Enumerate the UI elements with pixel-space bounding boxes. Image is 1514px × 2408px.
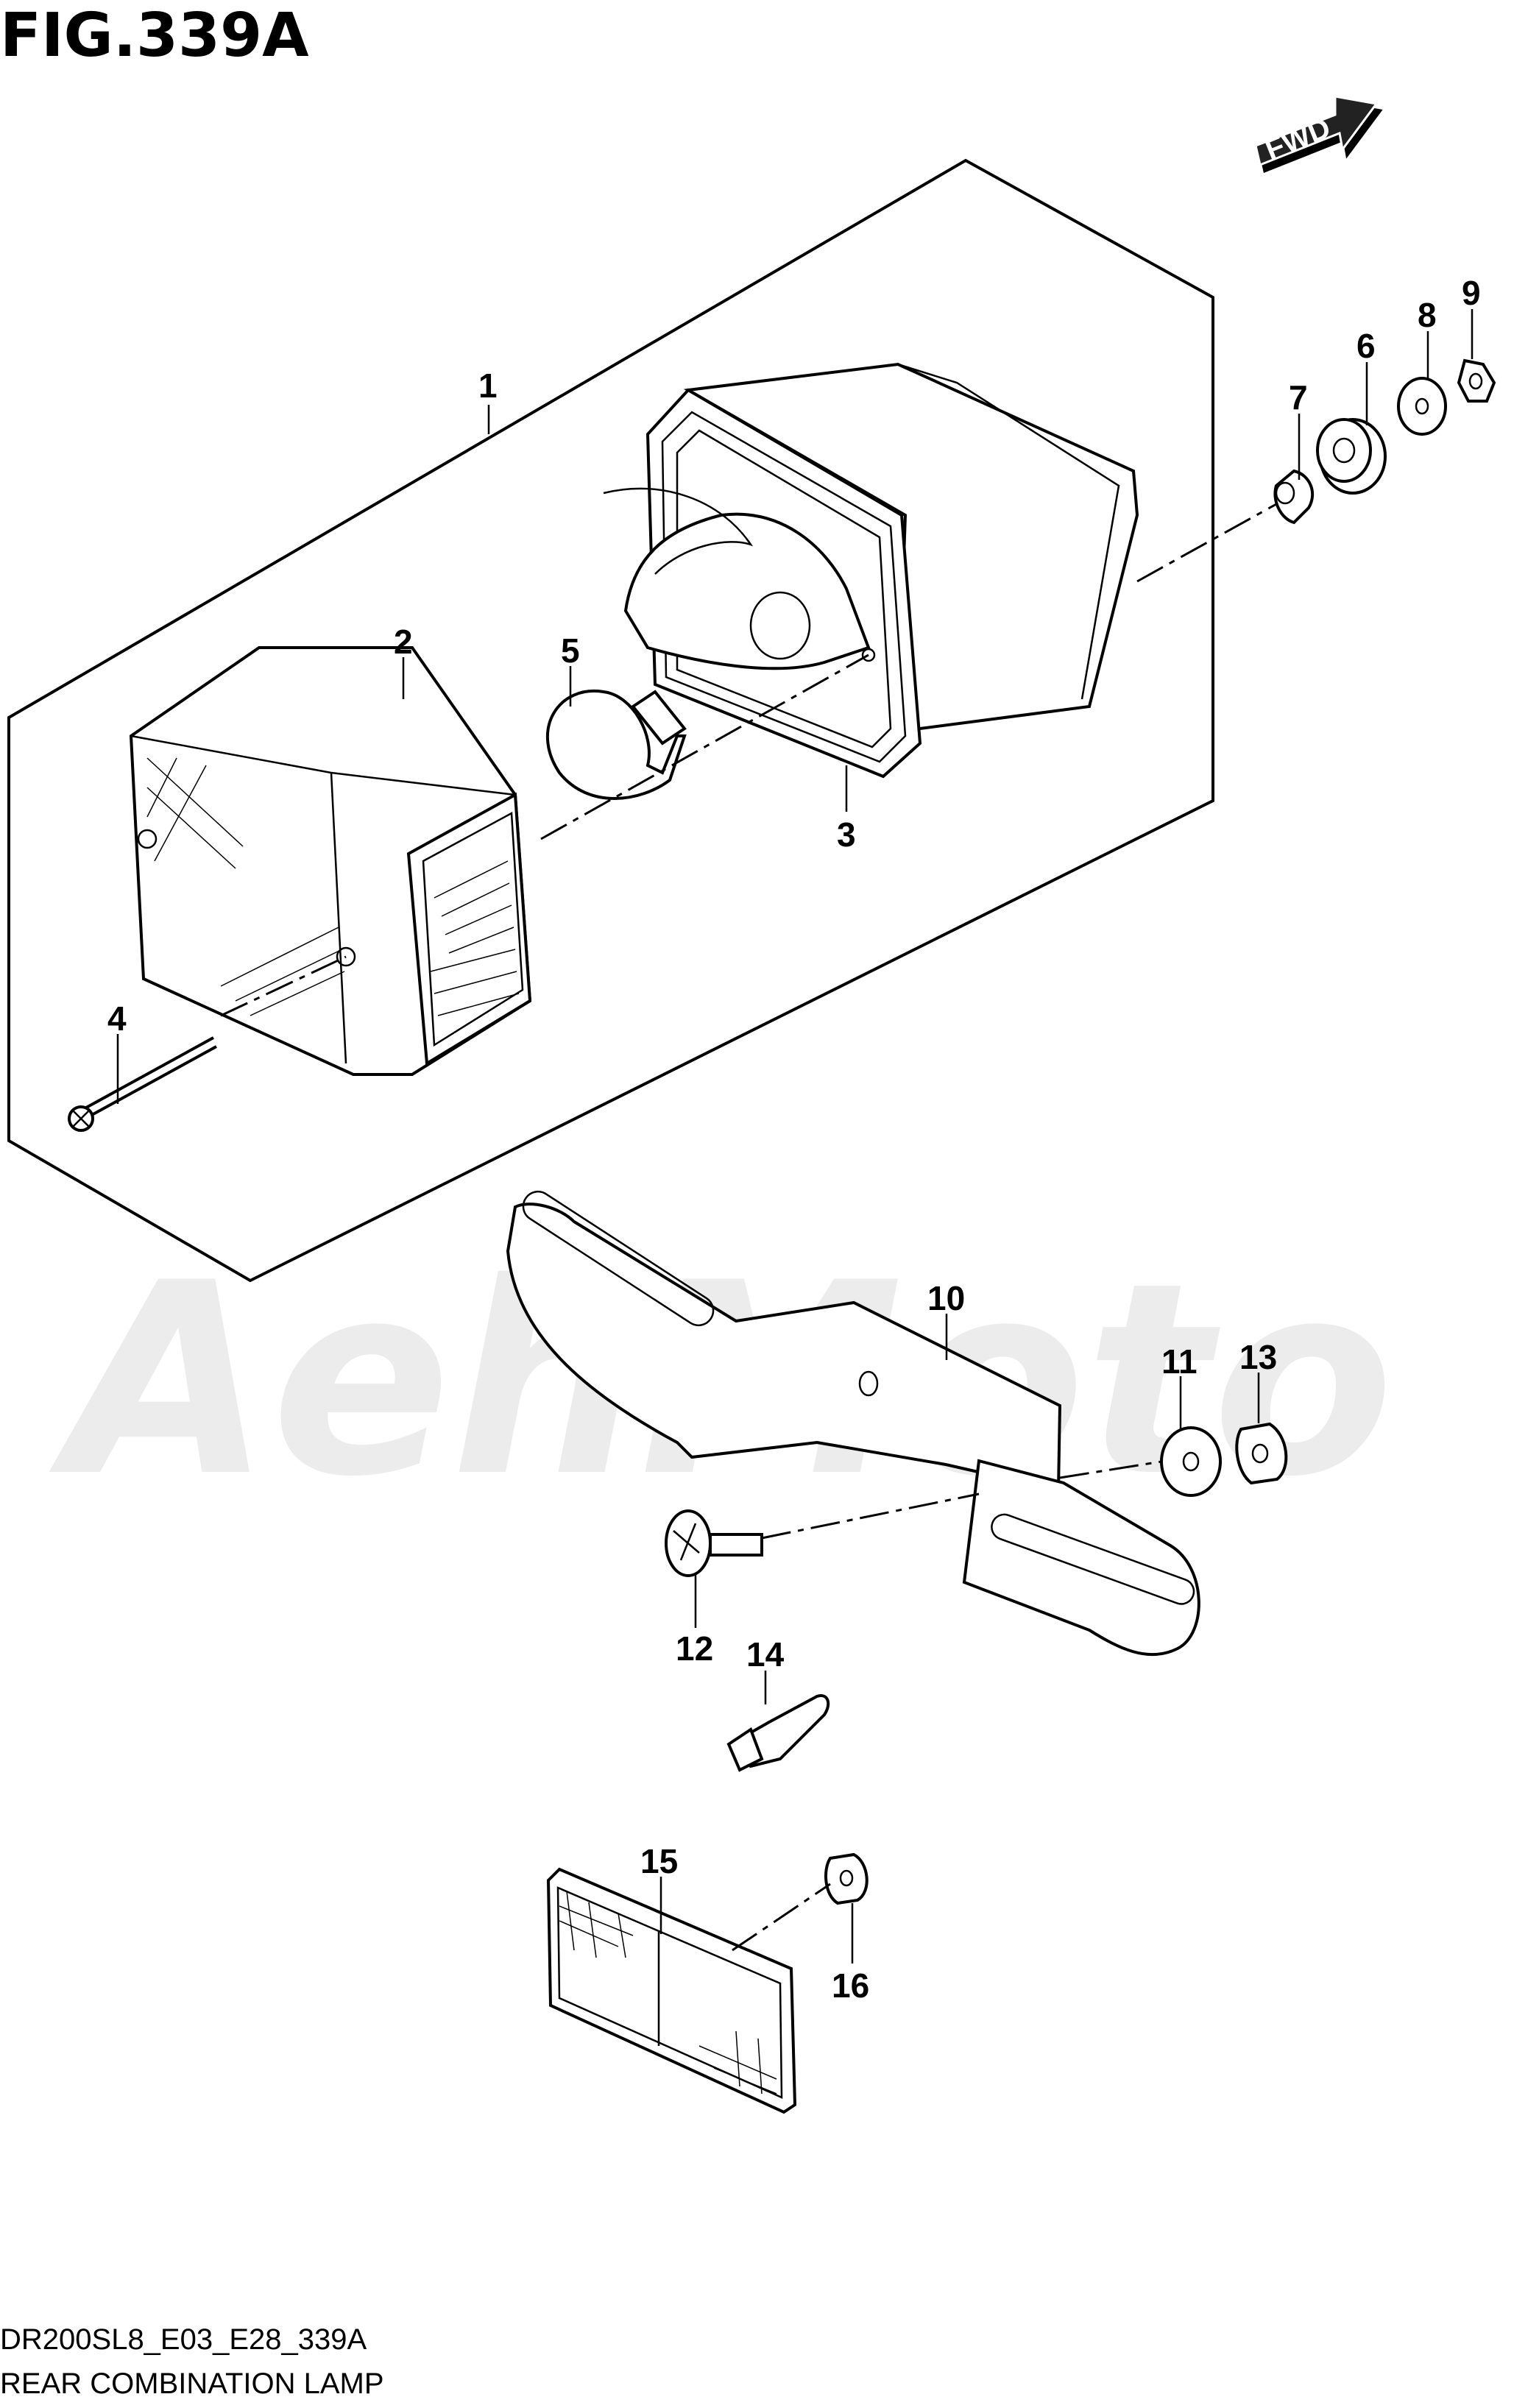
nut [1457,358,1496,403]
rear-reflector [546,1867,797,2114]
callout-5: 5 [561,631,580,670]
lamp-assembly-outline [7,158,1214,1283]
callout-6: 6 [1356,327,1376,365]
callout-3: 3 [837,815,856,854]
callout-13: 13 [1239,1338,1277,1376]
leader-lines [116,309,1474,1963]
callout-1: 1 [478,366,498,405]
callout-16: 16 [832,1966,869,2005]
washer [1397,377,1447,436]
callout-7: 7 [1289,378,1308,417]
callout-14: 14 [746,1635,785,1674]
callout-2: 2 [394,623,413,661]
grommet [1316,418,1387,495]
rubber-plug [726,1694,830,1772]
collar [1273,469,1315,525]
callout-9: 9 [1462,274,1481,312]
lamp-lens [129,646,532,1076]
callout-8: 8 [1418,296,1437,334]
assembly-lines [220,503,1277,1952]
callout-11: 11 [1161,1342,1198,1381]
diagram-code: DR200SL8_E03_E28_339A [0,2323,367,2356]
callout-10: 10 [927,1279,965,1317]
callout-15: 15 [640,1842,678,1880]
lamp-bulb [545,689,687,800]
reflector-nut [824,1852,869,1905]
lamp-housing [603,362,1139,779]
figure-title: FIG.339A [0,1,309,71]
callout-4: 4 [107,999,127,1038]
lens-screw [68,1036,217,1132]
forward-arrow-icon: FWD [1254,95,1383,174]
bracket-washer [1160,1426,1222,1497]
license-bracket [506,1190,1200,1657]
bracket-bolt [665,1509,763,1577]
callout-12: 12 [676,1629,713,1668]
diagram-caption: REAR COMBINATION LAMP [0,2368,384,2400]
bracket-nut [1235,1422,1288,1485]
